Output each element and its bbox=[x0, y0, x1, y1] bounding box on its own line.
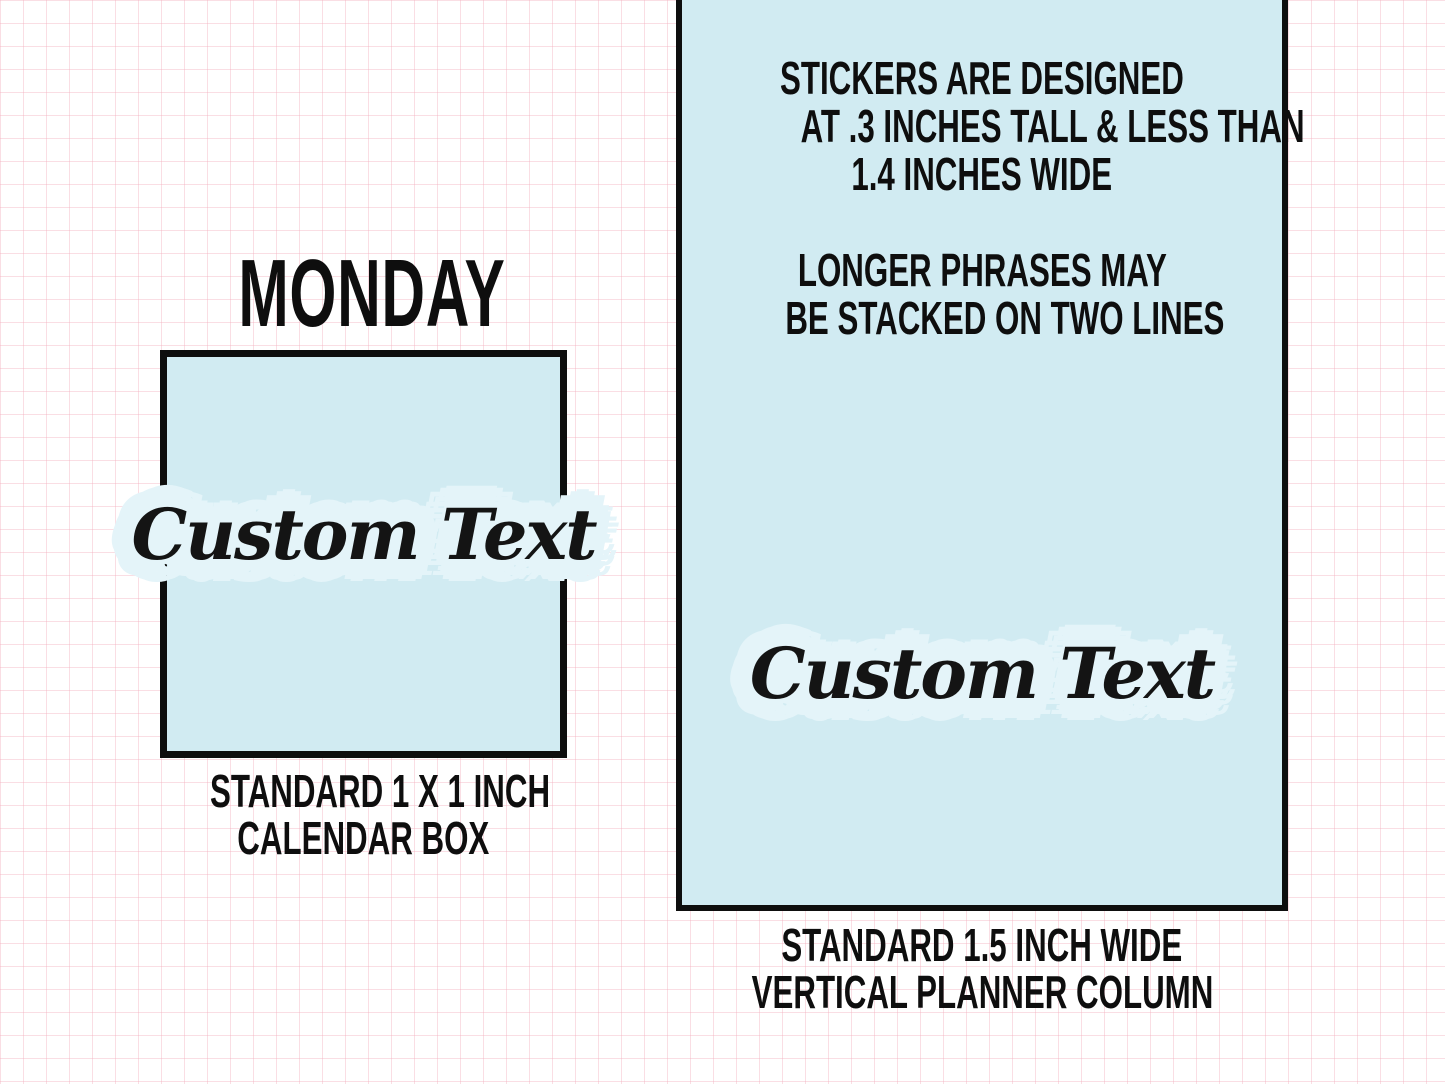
stacking-note: LONGER PHRASES MAY BE STACKED ON TWO LIN… bbox=[682, 246, 1282, 342]
planner-caption-line1: STANDARD 1.5 INCH WIDE bbox=[781, 919, 1183, 971]
planner-column-box: STICKERS ARE DESIGNED AT .3 INCHES TALL … bbox=[676, 0, 1305, 911]
planner-caption-line2: VERTICAL PLANNER COLUMN bbox=[751, 966, 1213, 1018]
calendar-custom-text-sticker: Custom Text bbox=[131, 492, 597, 576]
calendar-box-caption: STANDARD 1 X 1 INCH CALENDAR BOX bbox=[130, 768, 597, 862]
monday-label: MONDAY bbox=[160, 246, 567, 342]
size-note-line1: STICKERS ARE DESIGNED bbox=[780, 52, 1184, 104]
planner-column-caption: STANDARD 1.5 INCH WIDE VERTICAL PLANNER … bbox=[640, 922, 1324, 1016]
calendar-caption-line2: CALENDAR BOX bbox=[237, 812, 490, 864]
stacking-note-line1: LONGER PHRASES MAY bbox=[797, 244, 1167, 296]
size-note-line3: 1.4 INCHES WIDE bbox=[851, 148, 1113, 200]
column-custom-text-sticker: Custom Text bbox=[749, 631, 1216, 715]
stacking-note-line2: BE STACKED ON TWO LINES bbox=[785, 292, 1225, 344]
column-sticker-row: Custom Text bbox=[682, 600, 1282, 746]
calendar-caption-line1: STANDARD 1 X 1 INCH bbox=[210, 765, 551, 817]
sticker-size-note: STICKERS ARE DESIGNED AT .3 INCHES TALL … bbox=[682, 52, 1305, 200]
calendar-box: Custom Text bbox=[131, 350, 598, 758]
size-note-line2: AT .3 INCHES TALL & LESS THAN bbox=[800, 100, 1305, 152]
monday-label-text: MONDAY bbox=[238, 240, 506, 347]
